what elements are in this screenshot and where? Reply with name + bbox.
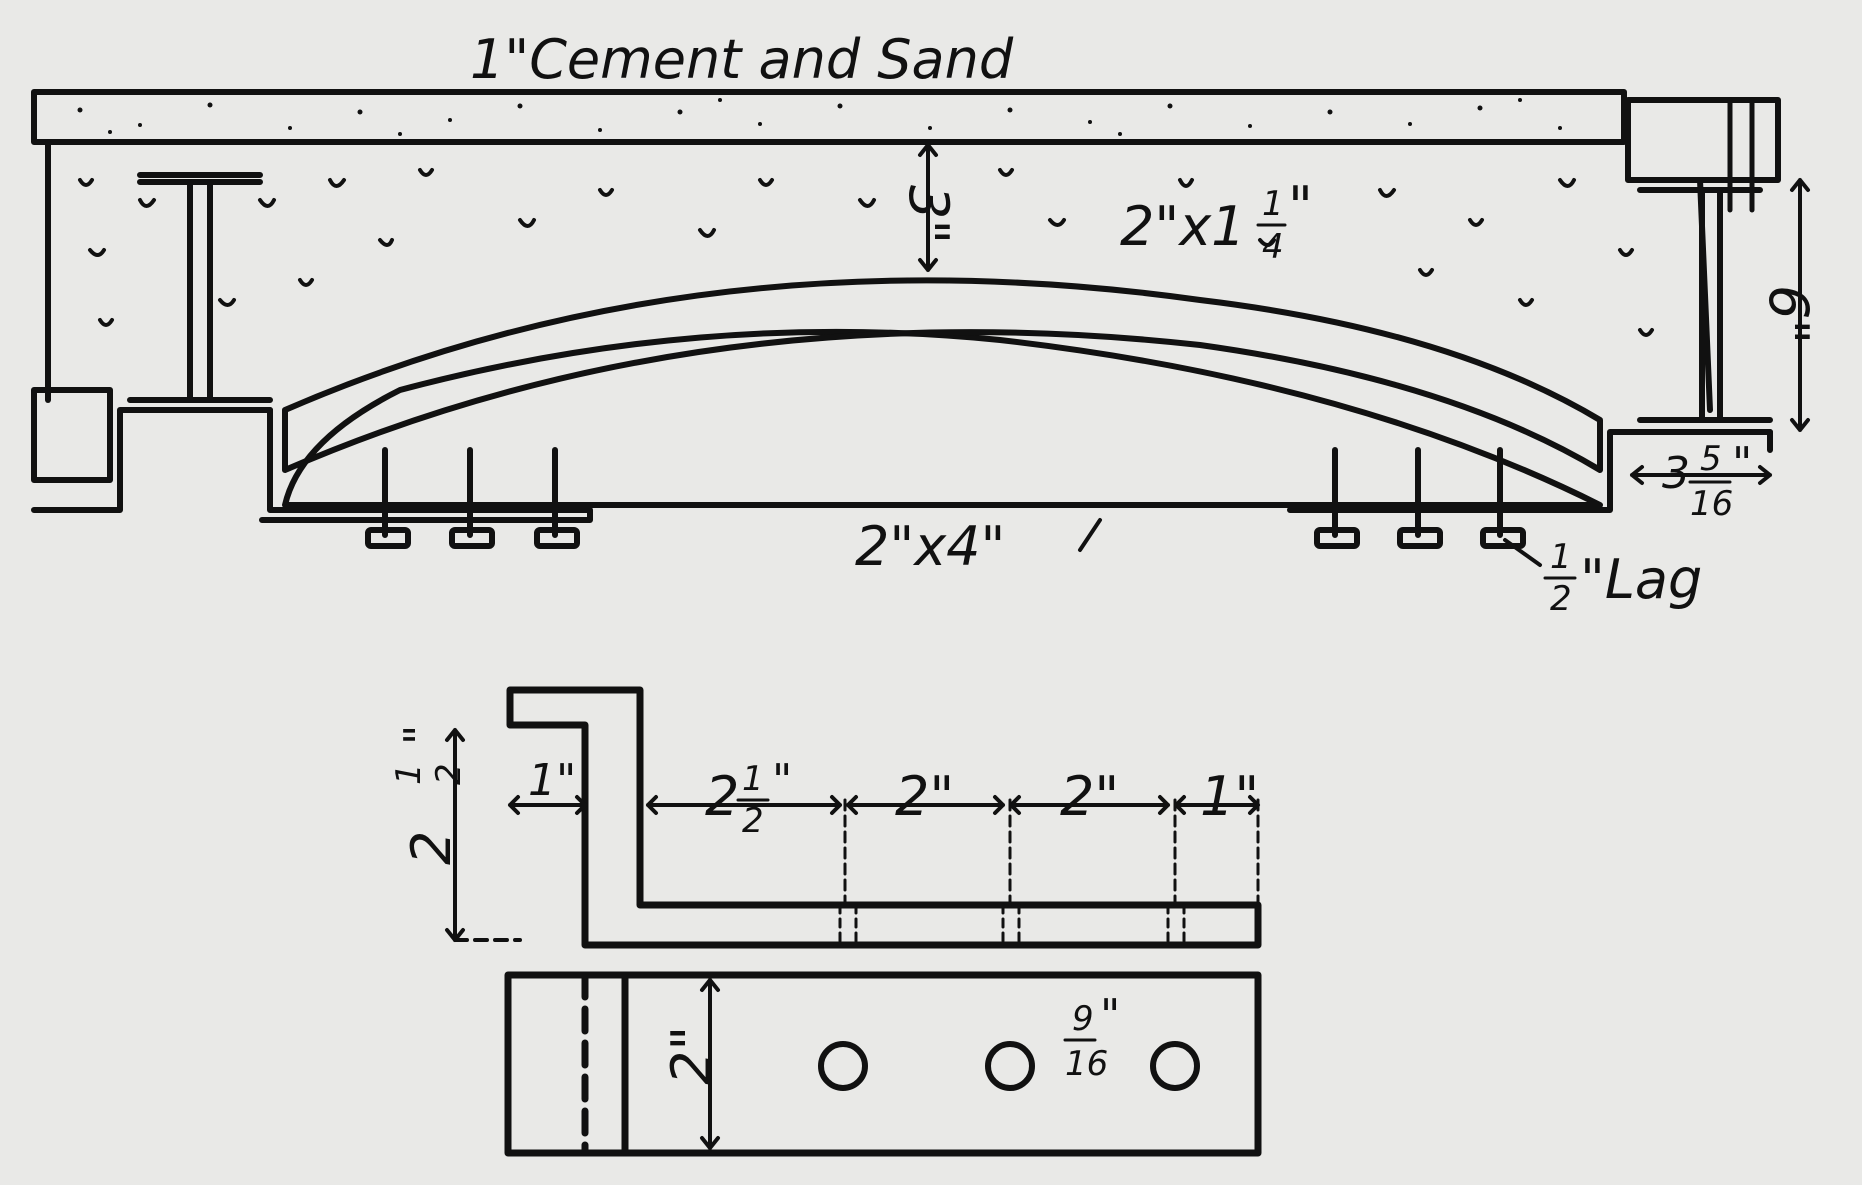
cement-sand-layer (31, 89, 1627, 145)
spacing-2a-label: 2" (895, 765, 954, 828)
hole-fraction-unit: " (1100, 990, 1120, 1041)
spacing-2b-label: 2" (1060, 765, 1119, 828)
concrete-aggregate (78, 168, 1654, 337)
strap-width-label: 2" (660, 1026, 723, 1085)
plank-size-fraction-num: 1 (1262, 184, 1284, 224)
left-i-beam (127, 172, 273, 413)
left-wall (31, 387, 113, 483)
offset-fraction-unit: " (1732, 438, 1752, 489)
plank-size-fraction-unit: " (1288, 175, 1313, 238)
lag-fraction-num: 1 (1550, 537, 1572, 577)
left-steel-clip (31, 407, 593, 523)
spacing-first-fraction-unit: " (772, 755, 792, 806)
spacing-first-fraction-num: 1 (742, 759, 764, 799)
height-6-label: 6" (1757, 285, 1820, 344)
lag-fraction-den: 2 (1550, 579, 1572, 619)
plank-arch (282, 277, 1603, 473)
wood-nailer (1625, 97, 1781, 183)
clip-height-whole-label: 2 (400, 831, 463, 865)
upper-dimensions (918, 143, 1810, 567)
lag-label: "Lag (1580, 548, 1702, 611)
cement-stipple (77, 98, 1562, 136)
end-1-label: 1" (1200, 765, 1259, 828)
bolt-hole-2 (985, 1041, 1035, 1091)
floor-section: 1"Cement and Sand 3" 2"x1 1 4 " 6" 3 5 1… (31, 28, 1820, 619)
hole-fraction-den: 16 (1065, 1044, 1108, 1084)
clip-profile (506, 686, 1262, 949)
rib-size-label: 2"x4" (855, 515, 1005, 578)
offset-fraction-num: 5 (1700, 439, 1722, 479)
clip-dimensions (445, 728, 1260, 942)
offset-fraction-den: 16 (1690, 484, 1733, 524)
lag-screws (365, 447, 1526, 549)
clip-plan (504, 971, 1262, 1157)
plank-size-label: 2"x1 (1120, 195, 1246, 258)
bolt-hole-1 (818, 1041, 868, 1091)
cement-sand-label: 1"Cement and Sand (470, 28, 1014, 91)
spacing-first-fraction-den: 2 (742, 801, 764, 841)
right-i-beam (1637, 177, 1773, 435)
bolt-hole-3 (1150, 1041, 1200, 1091)
clip-elevation (506, 686, 1262, 949)
clip-height-fraction-den: 2 (429, 763, 469, 785)
clip-width-1-label: 1" (528, 755, 576, 806)
clip-height-fraction-unit: " (395, 725, 446, 745)
right-steel-clip (1287, 429, 1773, 513)
offset-whole-label: 3 (1662, 448, 1690, 499)
spacing-first-whole-label: 2 (705, 765, 739, 828)
strap-plan (504, 971, 1262, 1157)
rib-2x4 (282, 328, 1603, 508)
plan-dimensions (700, 978, 720, 1150)
plank-size-fraction-den: 4 (1262, 227, 1284, 267)
clip-height-fraction-num: 1 (389, 763, 429, 785)
depth-3-label: 3" (897, 185, 960, 244)
hole-fraction-num: 9 (1072, 999, 1094, 1039)
